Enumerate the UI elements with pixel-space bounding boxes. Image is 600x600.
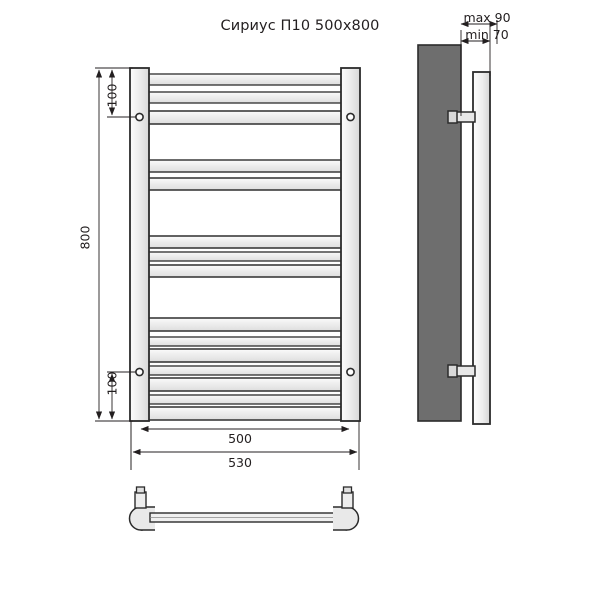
dim-label-top-offset: 100 (104, 83, 120, 108)
rung (139, 406, 351, 421)
mount-hole-upper-left (135, 112, 144, 122)
connector-tip-left (135, 486, 146, 494)
post-right (340, 67, 361, 422)
dim-label-depth-max: max 90 (463, 10, 511, 25)
dim-label-bottom-offset: 100 (104, 371, 120, 396)
connector-tip-right (342, 486, 353, 494)
rung (139, 377, 351, 392)
dim-label-inner-width: 500 (228, 431, 252, 446)
rung (139, 251, 351, 262)
dim-label-height: 800 (77, 225, 93, 250)
dim-label-depth-min: min 70 (465, 27, 509, 42)
rung (139, 91, 351, 104)
rung (139, 177, 351, 191)
dim-label-outer-width: 530 (228, 455, 252, 470)
rung (139, 365, 351, 376)
side-section-view (417, 20, 498, 425)
rung (139, 317, 351, 332)
rung (139, 336, 351, 347)
mount-hole-lower-right (346, 367, 355, 377)
side-rail (472, 71, 491, 425)
front-elevation-view (129, 67, 361, 422)
connector-stub-left (134, 491, 147, 509)
end-cap-right-body (333, 507, 347, 530)
rung (139, 159, 351, 173)
mount-hole-lower-left (135, 367, 144, 377)
bracket-lower (447, 364, 476, 378)
connector-stub-right (341, 491, 354, 509)
rung (139, 264, 351, 278)
bracket-upper (447, 110, 476, 124)
rung (139, 73, 351, 86)
rung (139, 348, 351, 363)
rung (139, 394, 351, 405)
rung (139, 235, 351, 249)
bottom-plan-view (128, 486, 360, 531)
post-left (129, 67, 150, 422)
wall-block (417, 44, 462, 422)
rung-group (139, 73, 351, 421)
dimension-lines-front (95, 67, 360, 470)
rung (139, 110, 351, 125)
page-title: Сириус П10 500x800 (220, 18, 380, 34)
mount-hole-upper-right (346, 112, 355, 122)
